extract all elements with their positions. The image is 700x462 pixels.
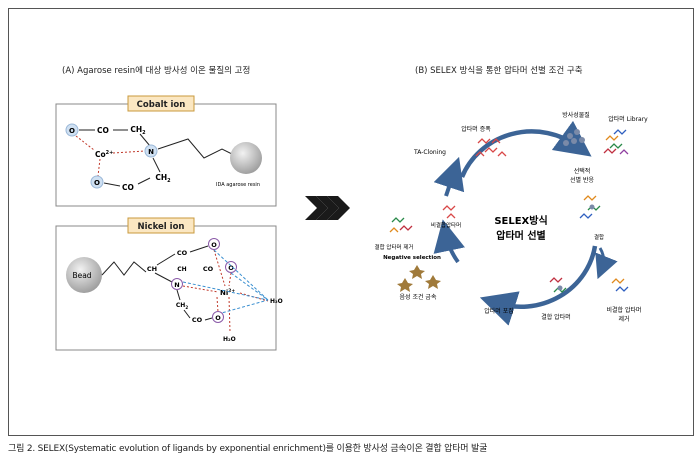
cobalt-n: N (148, 148, 154, 156)
cobalt-metal: Co2+ (95, 150, 113, 159)
nickel-ch2-mid: CH (177, 266, 186, 273)
cycle-arrow-bottom (479, 245, 598, 326)
figure-frame (8, 8, 694, 436)
figure-caption: 그림 2. SELEX(Systematic evolution of liga… (8, 444, 488, 454)
selex-center-line2: 압타머 선별 (496, 229, 545, 242)
nickel-co-mid: CO (203, 265, 214, 273)
label-selective2: 선별 반응 (570, 176, 594, 184)
binding-complex-icon (579, 195, 601, 219)
label-amplify: 압타머 증폭 (461, 125, 491, 133)
label-radioactive: 방사성물질 (562, 111, 590, 119)
competing-metal-icon (397, 265, 441, 292)
chevron-arrow-icon (305, 196, 350, 220)
nickel-ch: CH (147, 265, 157, 273)
nickel-co-low: CO (192, 316, 203, 324)
label-negative: Negative selection (383, 255, 441, 261)
label-unbound-remove2: 제거 (618, 315, 629, 323)
cycle-arrow-upleft (433, 156, 465, 197)
label-capture: 압타머 포집 (484, 307, 514, 315)
nickel-bead-label: Bead (72, 271, 91, 280)
cobalt-resin-bead (230, 142, 262, 174)
radioactive-material-icon (563, 129, 585, 146)
label-selective: 선택적 (574, 167, 591, 175)
cobalt-ch2b: CH2 (155, 173, 171, 184)
cobalt-label-box (127, 95, 195, 112)
label-competing: 음성 조건 금속 (400, 293, 437, 301)
cycle-arrow-top (459, 120, 592, 178)
cobalt-co1: CO (97, 126, 109, 135)
cobalt-o2: O (94, 179, 100, 187)
nickel-bead (66, 257, 102, 293)
nickel-ch2-low: CH2 (176, 302, 188, 310)
cobalt-co2: CO (122, 183, 134, 192)
nickel-label: Nickel ion (138, 222, 185, 232)
selex-cycle (433, 120, 618, 326)
label-library: 압타머 Library (608, 115, 648, 123)
bound-removal-icon (389, 217, 413, 233)
cobalt-ch2a: CH2 (130, 125, 146, 136)
panel-a-title: (A) Agarose resin에 대상 방사성 이온 물질의 고정 (62, 65, 250, 76)
unbound-removal-icon (611, 278, 629, 292)
unbound-aptamer-icon (442, 205, 456, 219)
label-unbound: 비결합압타머 (431, 221, 461, 229)
nickel-structure: Bead CH CO O CH CO O N Ni2+ H₂O CH2 CO O… (66, 238, 283, 343)
label-binding: 결합 (594, 233, 604, 241)
cycle-arrow-right-down (595, 247, 618, 280)
cobalt-structure: O CO CH2 N IDA agarose resin Co2+ O CO C… (65, 123, 262, 192)
label-bound: 결합 압타머 (541, 313, 571, 321)
nickel-o-mid: O (228, 264, 234, 272)
aptamer-library-icon (603, 129, 629, 155)
nickel-label-box (127, 217, 195, 234)
label-bound-remove: 결합 압타머 제거 (375, 243, 414, 251)
nickel-o-top: O (211, 241, 217, 249)
aptamer-amplified-icon (475, 138, 507, 157)
cobalt-label: Cobalt ion (137, 100, 186, 110)
label-cloning: TA-Cloning (413, 149, 446, 156)
bound-aptamer-icon (549, 277, 567, 293)
panel-b-title: (B) SELEX 방식을 통한 압타머 선별 조건 구축 (415, 65, 583, 76)
label-unbound-remove: 비결합 압타머 (606, 306, 641, 314)
selex-center-line1: SELEX방식 (494, 214, 547, 227)
nickel-h2o-bottom: H₂O (223, 336, 236, 343)
nickel-metal: Ni2+ (220, 288, 235, 297)
cobalt-o1: O (69, 127, 75, 135)
nickel-o-low: O (215, 314, 221, 322)
nickel-n: N (174, 281, 179, 289)
cobalt-resin-label: IDA agarose resin (216, 182, 260, 188)
nickel-h2o-right: H₂O (270, 298, 283, 305)
cycle-arrow-left (433, 219, 465, 264)
nickel-co-top: CO (177, 249, 188, 257)
